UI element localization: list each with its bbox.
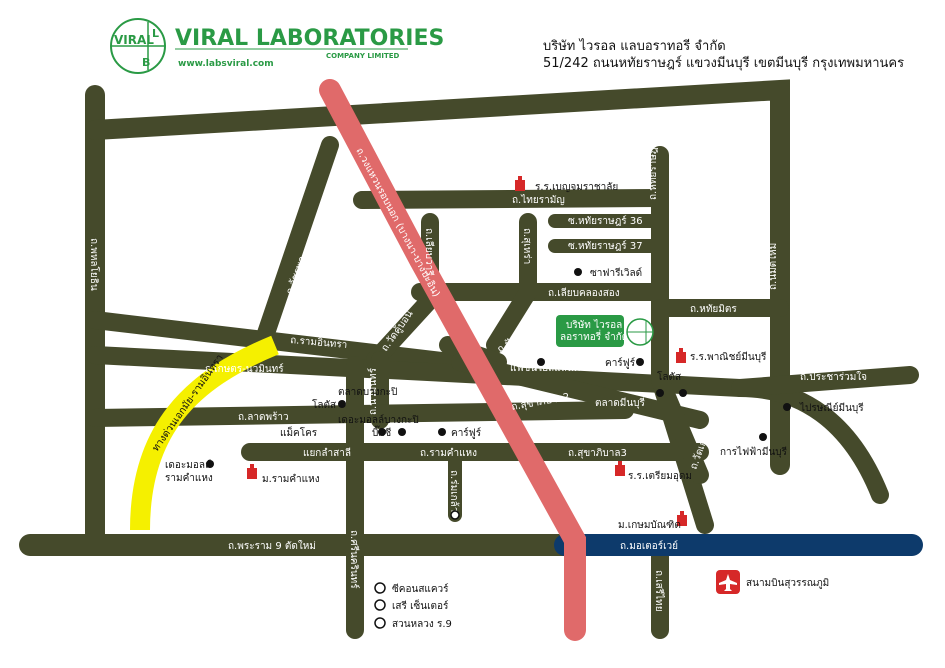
- poi-dot-icon: [759, 433, 767, 441]
- poi-dot-icon: [783, 403, 791, 411]
- poi-dot-icon: [679, 389, 687, 397]
- label-prachar: ถ.ประชาร่วมใจ: [800, 371, 867, 383]
- label-electric: การไฟฟ้ามีนบุรี: [720, 446, 788, 458]
- label-ramkhamhaeng-s: ถ.ร่มเกล้า: [448, 470, 460, 512]
- label-lietnam: ถ.เสรีไทย: [653, 570, 665, 612]
- label-liapklong: ถ.เลียบคลองสอง: [548, 287, 620, 299]
- company-location-marker[interactable]: บริษัท ไวรอล ลอราทอรี่ จำกัด: [556, 315, 654, 347]
- label-kaset: ถ.เกษตร-นวมินทร์: [205, 363, 284, 375]
- logo-mark-mid: VIRAL: [114, 33, 154, 47]
- label-makro: แม็คโคร: [280, 425, 318, 439]
- label-carrefour2: คาร์ฟูร์: [451, 427, 482, 439]
- label-safari: ซาฟารีเวิลด์: [590, 267, 642, 279]
- poi-ring-icon: [450, 510, 460, 520]
- label-lamsali: แยกลำสาลี: [303, 447, 351, 459]
- school-icon: [677, 511, 687, 526]
- road-sukhaphiban2: [451, 353, 709, 429]
- label-hathaimit: ถ.หทัยมิตร: [690, 304, 737, 315]
- label-hathairat: ถ.หทัยราษฎร์: [647, 141, 659, 200]
- poi-dot-icon: [574, 268, 582, 276]
- road-outer-ring: [319, 79, 586, 641]
- label-seacon: ซีคอนสแควร์: [392, 583, 449, 595]
- poi-dot-icon: [656, 389, 664, 397]
- label-suan: สวนหลวง ร.9: [392, 619, 452, 630]
- label-nimit: ถ.นิมิตใหม่: [767, 243, 779, 290]
- label-motorway: ถ.มอเตอร์เวย์: [620, 540, 678, 552]
- poi-ring-icon: [374, 599, 386, 611]
- poi-ring-icon: [374, 617, 386, 629]
- label-market-minburi: ตลาดมีนบุรี: [595, 397, 646, 409]
- logo-mark-top: L: [152, 27, 159, 40]
- road-thairaman: [353, 189, 669, 209]
- label-soi36: ซ.หทัยราษฎร์ 36: [568, 215, 643, 227]
- poi-dot-icon: [438, 428, 446, 436]
- poi-ring-icon: [374, 582, 386, 594]
- label-ram-uni: ม.รามคำแหง: [262, 474, 320, 485]
- company-website[interactable]: www.labsviral.com: [178, 59, 274, 69]
- address-line2: 51/242 ถนนหทัยราษฎร์ แขวงมีนบุรี เขตมีนบ…: [543, 55, 904, 71]
- company-sub: COMPANY LIMITED: [326, 52, 400, 60]
- label-big-c: บิ๊กซี: [372, 425, 391, 439]
- label-mall-ram2: รามคำแหง: [165, 473, 213, 484]
- label-rama9: ถ.พระราม 9 ตัดใหม่: [228, 540, 316, 552]
- label-post: ไปรษณีย์มีนบุรี: [799, 402, 864, 414]
- school-icon: [515, 176, 525, 191]
- poi-dot-icon: [636, 358, 644, 366]
- poi-dot-icon: [398, 428, 406, 436]
- label-ramkhamhaeng: ถ.รามคำแหง: [420, 448, 477, 459]
- label-panya-side: แฟชั่นไอส์แลนด์: [510, 360, 580, 374]
- road-panya: [486, 213, 537, 354]
- address-line1: บริษัท ไวรอล แลบอราทอรี จำกัด: [543, 38, 726, 54]
- company-name: VIRAL LABORATORIES: [175, 26, 444, 51]
- road-watlieo: [651, 371, 709, 484]
- poi-dot-icon: [338, 400, 346, 408]
- label-nawamin: ถ.นวมินทร์: [367, 367, 379, 415]
- school-icon: [247, 464, 257, 479]
- road-ekamai-ramintra: [130, 335, 279, 531]
- label-market-bangkapi: ตลาดบางกะปิ: [338, 387, 397, 398]
- road-prachar: [731, 366, 919, 397]
- label-soi37: ซ.หทัยราษฎร์ 37: [568, 240, 643, 252]
- label-lieb-outer: ถ.เลียบวารี: [423, 228, 435, 276]
- label-ramintra: ถ.รามอินทรา: [290, 335, 348, 351]
- poi-dot-icon: [537, 358, 545, 366]
- label-kasem: ม.เกษมบัณฑิต: [618, 520, 681, 531]
- label-airport: สนามบินสุวรรณภูมิ: [746, 578, 829, 589]
- company-box-line2: ลอราทอรี่ จำกัด: [560, 329, 628, 343]
- logo-mark-bottom: B: [142, 56, 150, 69]
- label-phanit: ร.ร.พาณิชย์มีนบุรี: [690, 351, 767, 363]
- label-triam: ร.ร.เตรียมอุดม: [628, 470, 692, 482]
- label-phahon: ถ.พหลโยธิน: [88, 238, 101, 291]
- poi-dot-icon: [378, 428, 386, 436]
- label-lamlukka: ถ.ลำลูกกา: [460, 121, 505, 132]
- school-icon: [615, 461, 625, 476]
- airport-marker[interactable]: สนามบินสุวรรณภูมิ: [716, 570, 829, 594]
- label-sukhaphiban3: ถ.สุขาภิบาล3: [568, 448, 627, 459]
- label-ladprao: ถ.ลาดพร้าว: [238, 411, 289, 423]
- school-icon: [676, 348, 686, 363]
- label-thairaman: ถ.ไทยรามัญ: [512, 194, 565, 206]
- label-carrefour1: คาร์ฟูร์: [605, 357, 636, 369]
- label-seri: เสรี เซ็นเตอร์: [392, 598, 449, 612]
- label-mall-bangkapi: เดอะมอลล์บางกะปิ: [338, 414, 419, 426]
- poi-dot-icon: [206, 460, 214, 468]
- label-ramindra-link: ถ.สุเหร่า: [521, 228, 532, 264]
- label-benjama: ร.ร.เบญจมราชาลัย: [535, 182, 618, 193]
- label-mall-ram: เดอะมอลล์: [165, 459, 211, 471]
- label-lotus1: โลตัส: [657, 370, 681, 383]
- company-logo: L VIRAL B VIRAL LABORATORIES COMPANY LIM…: [110, 18, 444, 74]
- company-box-line1: บริษัท ไวรอล: [566, 319, 622, 331]
- road-network: [19, 79, 919, 639]
- road-lamlukka: [85, 79, 790, 475]
- label-lotus2: โลตัส: [312, 398, 336, 411]
- road-watcharapol: [253, 136, 339, 354]
- label-srinakarin: ถ.ศรีนครินทร์: [348, 530, 360, 589]
